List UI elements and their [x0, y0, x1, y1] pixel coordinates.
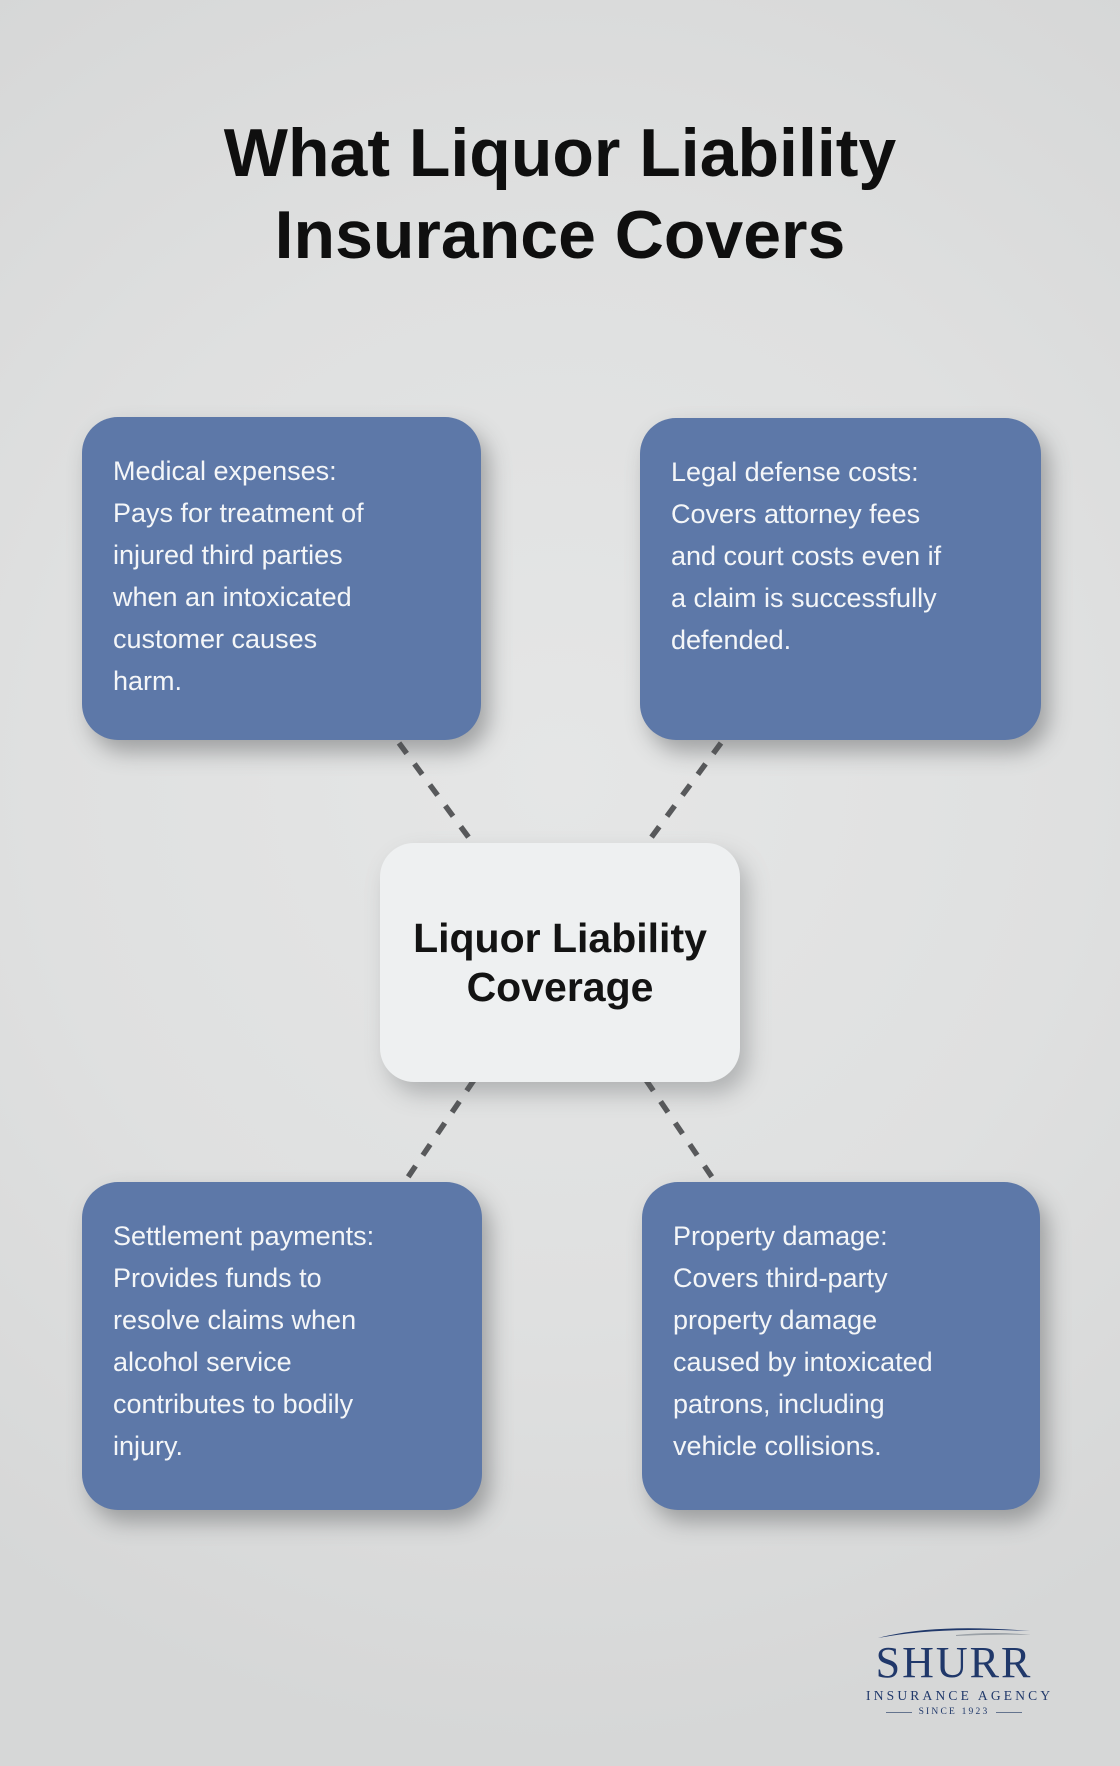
box-text-line: and court costs even if: [671, 541, 942, 571]
logo-swoosh-icon: [878, 1628, 1031, 1638]
box-text-line: resolve claims when: [113, 1305, 357, 1335]
box-text-line: when an intoxicated: [113, 582, 352, 612]
box-text-line: Pays for treatment of: [113, 498, 364, 528]
box-text-line: vehicle collisions.: [673, 1431, 882, 1461]
logo-tagline: SINCE 1923: [918, 1707, 990, 1717]
box-text-line: a claim is successfully: [671, 583, 937, 613]
box-text-line: alcohol service: [113, 1347, 292, 1377]
box-text-line: Property damage:: [673, 1221, 888, 1251]
box-text-line: injured third parties: [113, 540, 343, 570]
central-node-liquor-liability-coverage: Liquor Liability Coverage: [380, 843, 740, 1082]
logo-rule-right: [996, 1712, 1023, 1713]
box-text-line: property damage: [673, 1305, 878, 1335]
logo-rule-left: [885, 1712, 912, 1713]
coverage-box-property-damage: Property damage: Covers third-party prop…: [642, 1182, 1040, 1510]
box-text-line: Covers attorney fees: [671, 499, 921, 529]
box-text-line: customer causes: [113, 624, 318, 654]
box-text-line: contributes to bodily: [113, 1389, 354, 1419]
connector-top-right: [642, 741, 724, 848]
central-node-line-1: Liquor Liability: [413, 914, 707, 961]
box-text-line: injury.: [113, 1431, 184, 1461]
coverage-box-medical-expenses: Medical expenses: Pays for treatment of …: [82, 417, 481, 740]
shurr-agency-logo: SHURR INSURANCE AGENCY SINCE 1923: [866, 1622, 1054, 1718]
logo-tagline-row: SINCE 1923: [866, 1707, 1042, 1718]
box-text-line: Provides funds to: [113, 1263, 322, 1293]
connector-top-left: [396, 741, 478, 848]
box-text-line: harm.: [113, 666, 183, 696]
logo-name: SHURR: [875, 1638, 1033, 1687]
connector-bottom-right: [643, 1078, 719, 1185]
box-text-line: Medical expenses:: [113, 456, 337, 486]
box-text-line: Legal defense costs:: [671, 457, 919, 487]
box-text-line: patrons, including: [673, 1389, 885, 1419]
coverage-box-settlement-payments: Settlement payments: Provides funds to r…: [82, 1182, 482, 1510]
box-text-line: caused by intoxicated: [673, 1347, 933, 1377]
box-text-line: Settlement payments:: [113, 1221, 375, 1251]
box-text-line: defended.: [671, 625, 792, 655]
connector-bottom-left: [401, 1078, 477, 1185]
page-title: What Liquor Liability Insurance Covers: [0, 112, 1120, 276]
page-title-line-1: What Liquor Liability: [223, 115, 897, 191]
central-node-line-2: Coverage: [466, 963, 654, 1010]
page-title-line-2: Insurance Covers: [274, 197, 846, 273]
logo-subtitle: INSURANCE AGENCY: [866, 1688, 1054, 1703]
box-text-line: Covers third-party: [673, 1263, 888, 1293]
coverage-box-legal-defense-costs: Legal defense costs: Covers attorney fee…: [640, 418, 1041, 740]
